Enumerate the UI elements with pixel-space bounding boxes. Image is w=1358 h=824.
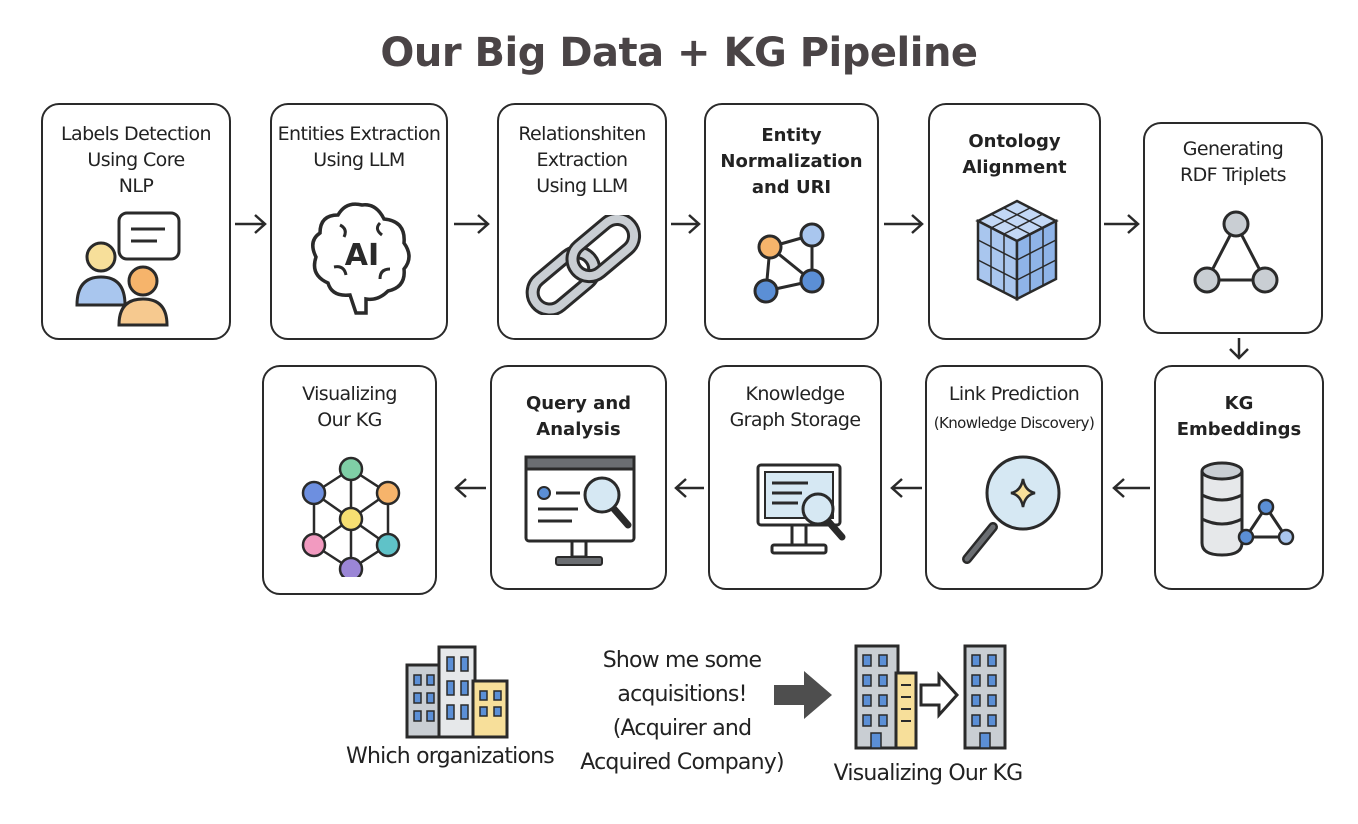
arrow-down-icon xyxy=(1229,338,1249,360)
arrow-left-icon xyxy=(890,478,922,498)
monitor-search-icon xyxy=(756,463,846,555)
step-label: Entities Extraction Using LLM xyxy=(277,123,441,171)
step-entity-normalization: Entity Normalization and URI xyxy=(704,103,879,340)
triangle-graph-icon xyxy=(1193,210,1279,294)
bottom-result: Visualizing Our KG xyxy=(833,761,1024,786)
step-kg-embeddings: KG Embeddings xyxy=(1154,365,1324,590)
step-label: KG Embeddings xyxy=(1176,393,1302,440)
svg-text:AI: AI xyxy=(345,238,379,273)
arrow-left-icon xyxy=(674,478,704,498)
bottom-prompt: Show me some acquisitions! (Acquirer and… xyxy=(580,648,784,775)
step-label: Link Prediction xyxy=(948,383,1080,405)
ai-brain-icon: AI xyxy=(311,202,411,315)
arrow-left-icon xyxy=(1112,478,1150,498)
arrow-right-icon xyxy=(1104,214,1140,234)
acquisition-icon xyxy=(854,644,1007,750)
step-visualizing-kg: Visualizing Our KG xyxy=(262,365,437,595)
page-title: Our Big Data + KG Pipeline xyxy=(380,30,978,76)
step-label: Ontology Alignment xyxy=(962,131,1067,178)
step-label: Query and Analysis xyxy=(525,393,632,440)
cube-icon xyxy=(975,199,1059,302)
step-label: Labels Detection Using Core NLP xyxy=(61,123,212,197)
buildings-icon xyxy=(405,645,509,739)
step-ontology-alignment: Ontology Alignment xyxy=(928,103,1101,340)
colored-graph-icon xyxy=(301,456,401,577)
step-label: Entity Normalization and URI xyxy=(720,125,863,198)
browser-search-icon xyxy=(524,455,636,566)
step-knowledge-graph-storage: Knowledge Graph Storage xyxy=(708,365,882,590)
arrow-right-icon xyxy=(454,214,490,234)
arrow-right-icon xyxy=(884,214,924,234)
step-query-analysis: Query and Analysis xyxy=(490,365,667,590)
step-link-prediction: Link Prediction (Knowledge Discovery) xyxy=(925,365,1103,590)
step-sublabel: (Knowledge Discovery) xyxy=(933,414,1095,432)
step-label: Knowledge Graph Storage xyxy=(729,383,861,431)
database-graph-icon xyxy=(1200,461,1295,557)
step-generating-rdf: Generating RDF Triplets xyxy=(1143,122,1323,334)
bottom-question: Which organizations xyxy=(346,744,555,769)
arrow-right-icon xyxy=(774,671,832,719)
step-label: Relationshiten Extraction Using LLM xyxy=(518,123,646,197)
arrow-right-icon xyxy=(235,214,267,234)
step-relationship-extraction: Relationshiten Extraction Using LLM xyxy=(497,103,667,340)
arrow-right-icon xyxy=(671,214,701,234)
step-entities-extraction: Entities Extraction Using LLM AI xyxy=(270,103,448,340)
node-graph-icon xyxy=(753,222,825,304)
step-label: Generating RDF Triplets xyxy=(1180,138,1286,186)
people-chat-icon xyxy=(75,211,181,327)
arrow-left-icon xyxy=(454,478,486,498)
chain-link-icon xyxy=(525,215,642,315)
magnifier-sparkle-icon xyxy=(962,455,1061,564)
step-label: Visualizing Our KG xyxy=(302,383,397,431)
step-labels-detection: Labels Detection Using Core NLP xyxy=(41,103,231,340)
